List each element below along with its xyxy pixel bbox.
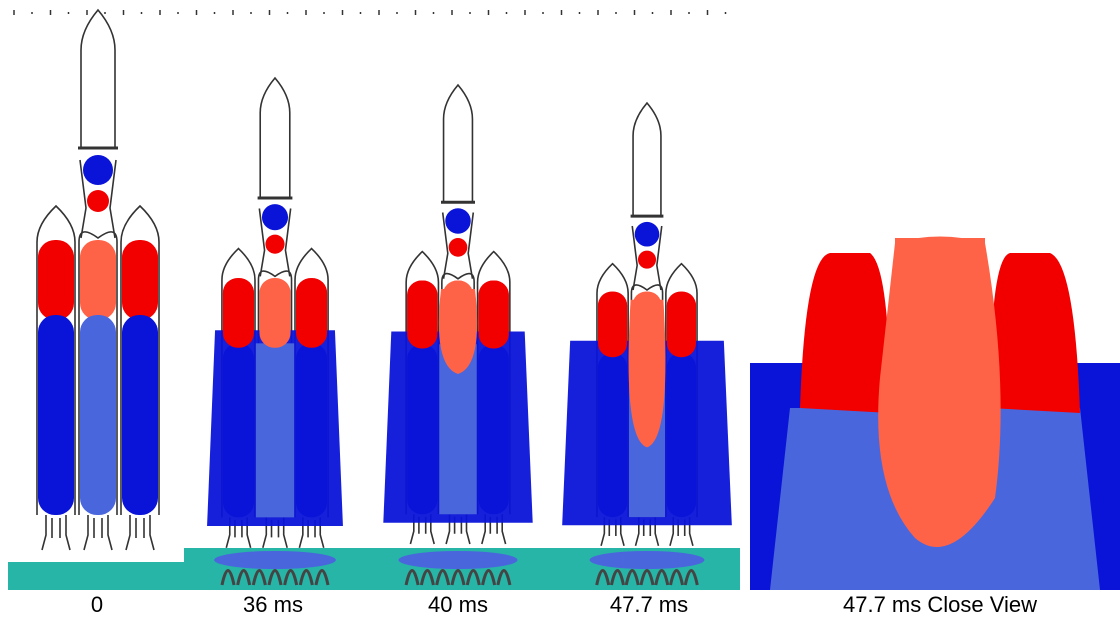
debris-arc — [683, 569, 699, 586]
booster-oxidizer-tank — [122, 240, 158, 320]
debris-arc — [435, 569, 451, 586]
upper-stage-fuel-tank — [445, 208, 471, 234]
booster-outline — [36, 204, 76, 515]
upper-stage-fuel-tank — [83, 155, 113, 185]
close-view-panel — [750, 236, 1120, 590]
debris-arc — [610, 569, 625, 586]
core-fuel-plume — [255, 343, 295, 518]
debris-arc — [314, 569, 330, 586]
debris-arc — [450, 569, 466, 586]
debris-arc — [236, 569, 252, 586]
debris-arc — [481, 569, 497, 586]
core-outline — [78, 231, 118, 515]
tank-overlay — [666, 291, 697, 358]
payload-fairing — [259, 76, 291, 199]
engine-nozzle — [634, 517, 660, 547]
engine-nozzle — [600, 517, 625, 547]
caption-frame-4: 47.7 ms Close View — [842, 592, 1038, 617]
core-outline — [441, 272, 475, 515]
booster-outline — [405, 250, 440, 515]
tank-overlay — [407, 280, 438, 349]
upper-stage-oxidizer-tank — [637, 250, 657, 269]
upper-stage-oxidizer-tank — [448, 238, 468, 257]
engine-nozzle — [481, 514, 507, 545]
caption-frame-3: 47.7 ms — [609, 592, 689, 617]
close-view-right-oxidizer — [990, 253, 1080, 413]
core-outline — [257, 270, 293, 518]
debris-arc — [404, 569, 420, 586]
engine-nozzle — [669, 517, 694, 547]
engine-nozzle — [298, 517, 325, 549]
payload-fairing — [442, 83, 474, 203]
close-view-core-oxidizer-plume — [878, 236, 1001, 547]
rocket-frame-2 — [383, 83, 533, 586]
engine-nozzle — [225, 517, 252, 549]
ground-splash — [589, 551, 705, 569]
upper-stage-struts — [258, 208, 292, 277]
debris-arc — [465, 569, 481, 586]
engine-nozzle — [445, 514, 471, 545]
debris-arc — [298, 569, 314, 586]
tank-overlay — [296, 278, 328, 348]
upper-stage-oxidizer-tank — [87, 190, 109, 212]
upper-stage-struts — [79, 159, 117, 239]
core-outline — [630, 284, 664, 518]
ground-splash — [398, 551, 518, 569]
debris-arc — [496, 569, 512, 586]
upper-stage-fuel-tank — [634, 221, 660, 247]
payload-fairing — [632, 101, 662, 217]
debris-arc — [220, 569, 236, 586]
booster-outline — [294, 247, 329, 518]
close-view-top-edge — [895, 238, 985, 244]
engine-nozzle — [262, 517, 288, 549]
caption-frame-1: 36 ms — [243, 592, 303, 617]
booster-outline — [596, 262, 629, 518]
tank-overlay — [222, 278, 254, 348]
tank-overlay — [478, 280, 509, 349]
payload-fairing — [80, 8, 116, 148]
engine-nozzle — [83, 515, 113, 551]
booster-oxidizer-tank — [38, 240, 74, 320]
upper-stage-oxidizer-tank — [265, 234, 285, 254]
booster-outline — [476, 250, 511, 515]
engine-nozzle — [125, 515, 155, 551]
debris-arc — [654, 569, 670, 586]
tank-overlay — [597, 291, 628, 358]
booster-outline — [665, 262, 698, 518]
booster-fuel-tank — [38, 315, 74, 515]
caption-frame-0: 0 — [90, 592, 104, 617]
engine-nozzle — [409, 514, 435, 545]
booster-fuel-tank — [122, 315, 158, 515]
caption-frame-2: 40 ms — [428, 592, 488, 617]
debris-arc — [639, 569, 655, 586]
engine-nozzle — [41, 515, 71, 551]
debris-arc — [283, 569, 299, 586]
ground-splash — [214, 551, 336, 569]
debris-arc — [267, 569, 283, 586]
close-view-left-oxidizer — [800, 253, 890, 413]
rocket-frame-3 — [562, 101, 732, 586]
ground-left — [8, 562, 184, 590]
core-oxidizer-plume — [438, 289, 478, 374]
upper-stage-struts — [631, 225, 663, 291]
upper-stage-fuel-tank — [261, 204, 289, 231]
core-oxidizer-plume — [628, 299, 666, 448]
debris-arc — [419, 569, 435, 586]
tank-overlay — [259, 278, 291, 348]
upper-stage-struts — [441, 212, 475, 279]
rocket-frame-1 — [207, 76, 343, 586]
debris-arc — [595, 569, 611, 586]
core-oxidizer-tank — [80, 240, 116, 320]
rocket-frame-0 — [36, 8, 160, 551]
core-fuel-tank — [80, 315, 116, 515]
debris-arc — [624, 569, 640, 586]
debris-arc — [251, 569, 267, 586]
booster-outline — [221, 247, 256, 518]
booster-outline — [120, 204, 160, 515]
debris-arc — [669, 569, 684, 586]
